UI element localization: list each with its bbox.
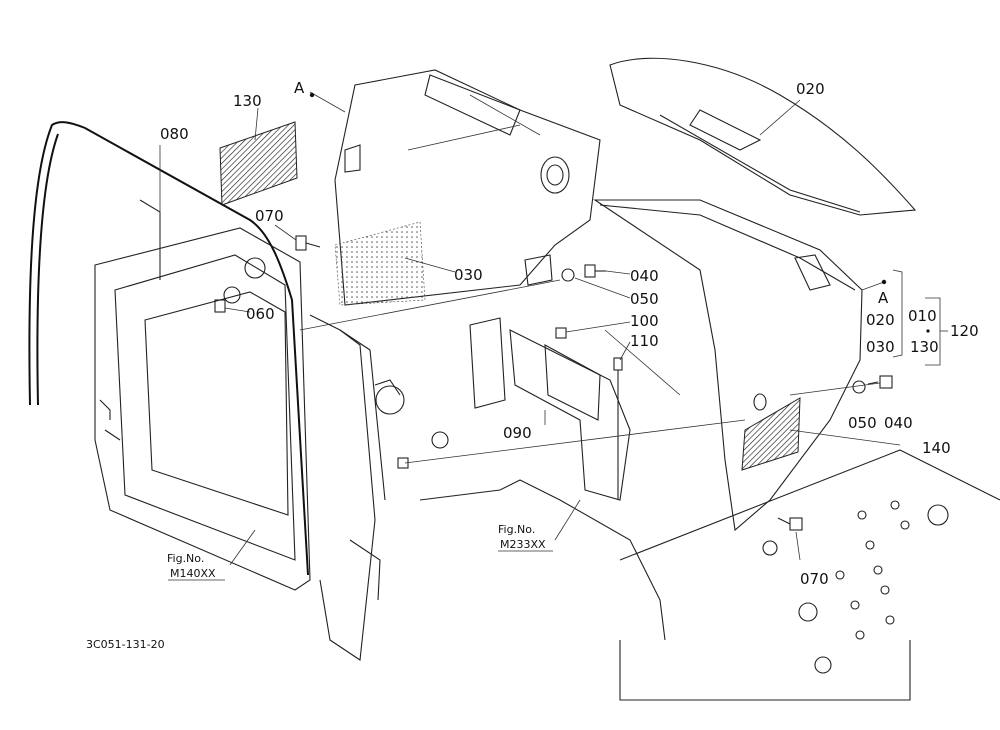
part-label-040-top: 040 bbox=[630, 267, 659, 285]
group-label-130: 130 bbox=[910, 338, 939, 356]
fig-ref-number: M233XX bbox=[500, 538, 546, 551]
washer-050-top bbox=[561, 268, 575, 282]
part-label-080: 080 bbox=[160, 125, 189, 143]
bolt-070-bottom bbox=[777, 517, 803, 531]
part-label-050-right: 050 bbox=[848, 414, 877, 432]
part-label-130: 130 bbox=[233, 92, 262, 110]
group-brackets bbox=[892, 269, 948, 366]
part-label-040-right: 040 bbox=[884, 414, 913, 432]
part-label-110: 110 bbox=[630, 332, 659, 350]
door-seal-strip bbox=[28, 121, 309, 576]
group-label-020: 020 bbox=[866, 311, 895, 329]
fig-ref-label: Fig.No. bbox=[167, 552, 204, 565]
part-label-140: 140 bbox=[922, 439, 951, 457]
bolt-040-right bbox=[867, 375, 893, 389]
fig-ref-label: Fig.No. bbox=[498, 523, 535, 536]
bolt-100 bbox=[555, 327, 567, 339]
fasteners bbox=[214, 235, 893, 531]
fig-ref-m140: Fig.No. M140XX bbox=[167, 552, 225, 581]
bolt-060 bbox=[214, 299, 226, 313]
part-label-060: 060 bbox=[246, 305, 275, 323]
part-label-070-bottom: 070 bbox=[800, 570, 829, 588]
group-label-120: 120 bbox=[950, 322, 979, 340]
fig-ref-m233: Fig.No. M233XX bbox=[498, 523, 553, 552]
fig-ref-number: M140XX bbox=[170, 567, 216, 580]
part-label-050-top: 050 bbox=[630, 290, 659, 308]
bolt-040-top bbox=[584, 264, 606, 278]
ref-dot-A-top bbox=[309, 92, 315, 98]
bolt-070-top bbox=[295, 235, 321, 251]
side-cover-left bbox=[334, 69, 601, 306]
bolt-110 bbox=[613, 357, 623, 371]
side-cover-right bbox=[593, 199, 863, 532]
leader-lines bbox=[159, 91, 901, 566]
label-sticker-130 bbox=[219, 121, 298, 206]
group-label-030: 030 bbox=[866, 338, 895, 356]
washer-050-right bbox=[852, 380, 866, 394]
part-label-070-top: 070 bbox=[255, 207, 284, 225]
group-label-010: 010 bbox=[908, 307, 937, 325]
part-label-100: 100 bbox=[630, 312, 659, 330]
part-label-030: 030 bbox=[454, 266, 483, 284]
part-label-090: 090 bbox=[503, 424, 532, 442]
front-frame-panel bbox=[94, 199, 405, 661]
part-label-020: 020 bbox=[796, 80, 825, 98]
top-cover bbox=[609, 57, 917, 216]
floor-plate bbox=[419, 431, 1000, 701]
part-labels: 130 080 070 060 030 040 050 020 100 110 … bbox=[160, 79, 979, 588]
ref-label-A-top: A bbox=[294, 79, 305, 97]
drawing-number: 3C051-131-20 bbox=[86, 638, 165, 651]
ref-dot-A-right bbox=[881, 279, 887, 285]
ref-label-A-right: A bbox=[878, 289, 889, 307]
bracket bbox=[469, 317, 631, 501]
